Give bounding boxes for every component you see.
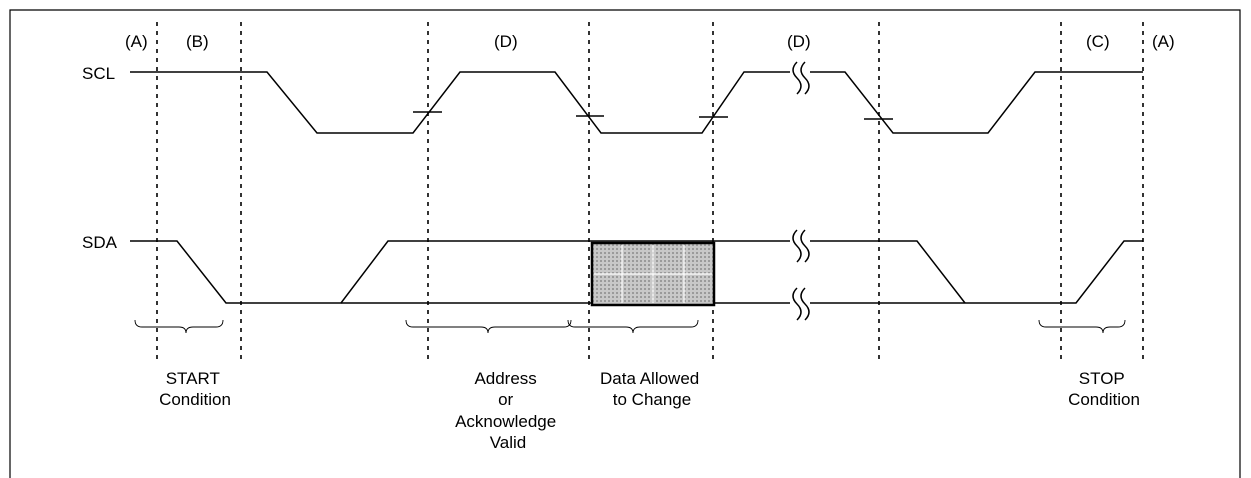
sda-trace-start	[130, 240, 790, 304]
brace-stop	[1038, 319, 1126, 334]
sda-waveform	[130, 229, 1143, 321]
data-change-label-line-2: to Change	[613, 390, 691, 409]
stop-label-line-1: STOP	[1079, 369, 1125, 388]
timing-reference-lines	[156, 22, 1144, 362]
marker-c: (C)	[1086, 32, 1110, 51]
scl-trace-right	[810, 71, 1143, 134]
scl-break-mark	[792, 61, 810, 95]
start-label-line-1: START	[166, 369, 220, 388]
sda-break-mark-high	[792, 229, 810, 263]
address-label-line-2: or	[498, 390, 513, 409]
stop-label-line-2: Condition	[1068, 390, 1140, 409]
scl-label: SCL	[82, 64, 115, 83]
marker-d-second: (D)	[787, 32, 811, 51]
sda-label: SDA	[82, 233, 118, 252]
brace-start	[134, 319, 224, 334]
brace-address	[405, 319, 572, 334]
address-label-line-4: Valid	[490, 433, 527, 452]
data-change-region	[590, 241, 716, 307]
stop-condition-label: STOP Condition	[1068, 369, 1140, 409]
marker-a-right: (A)	[1152, 32, 1175, 51]
data-change-label: Data Allowed to Change	[600, 369, 704, 409]
sda-break-mark-low	[792, 287, 810, 321]
scl-waveform	[130, 61, 1143, 134]
start-condition-label: START Condition	[159, 369, 231, 409]
marker-b: (B)	[186, 32, 209, 51]
sda-trace-high-right	[810, 240, 966, 304]
brace-data-change	[567, 319, 699, 334]
start-label-line-2: Condition	[159, 390, 231, 409]
data-change-label-line-1: Data Allowed	[600, 369, 699, 388]
marker-a-left: (A)	[125, 32, 148, 51]
address-label-line-3: Acknowledge	[455, 412, 556, 431]
sda-trace-low-right	[810, 240, 1143, 304]
timing-braces	[134, 319, 1126, 334]
diagram-frame	[9, 9, 1241, 478]
address-valid-label: Address or Acknowledge Valid	[455, 369, 561, 452]
scl-trace-left	[130, 71, 790, 134]
address-label-line-1: Address	[474, 369, 536, 388]
marker-d-first: (D)	[494, 32, 518, 51]
